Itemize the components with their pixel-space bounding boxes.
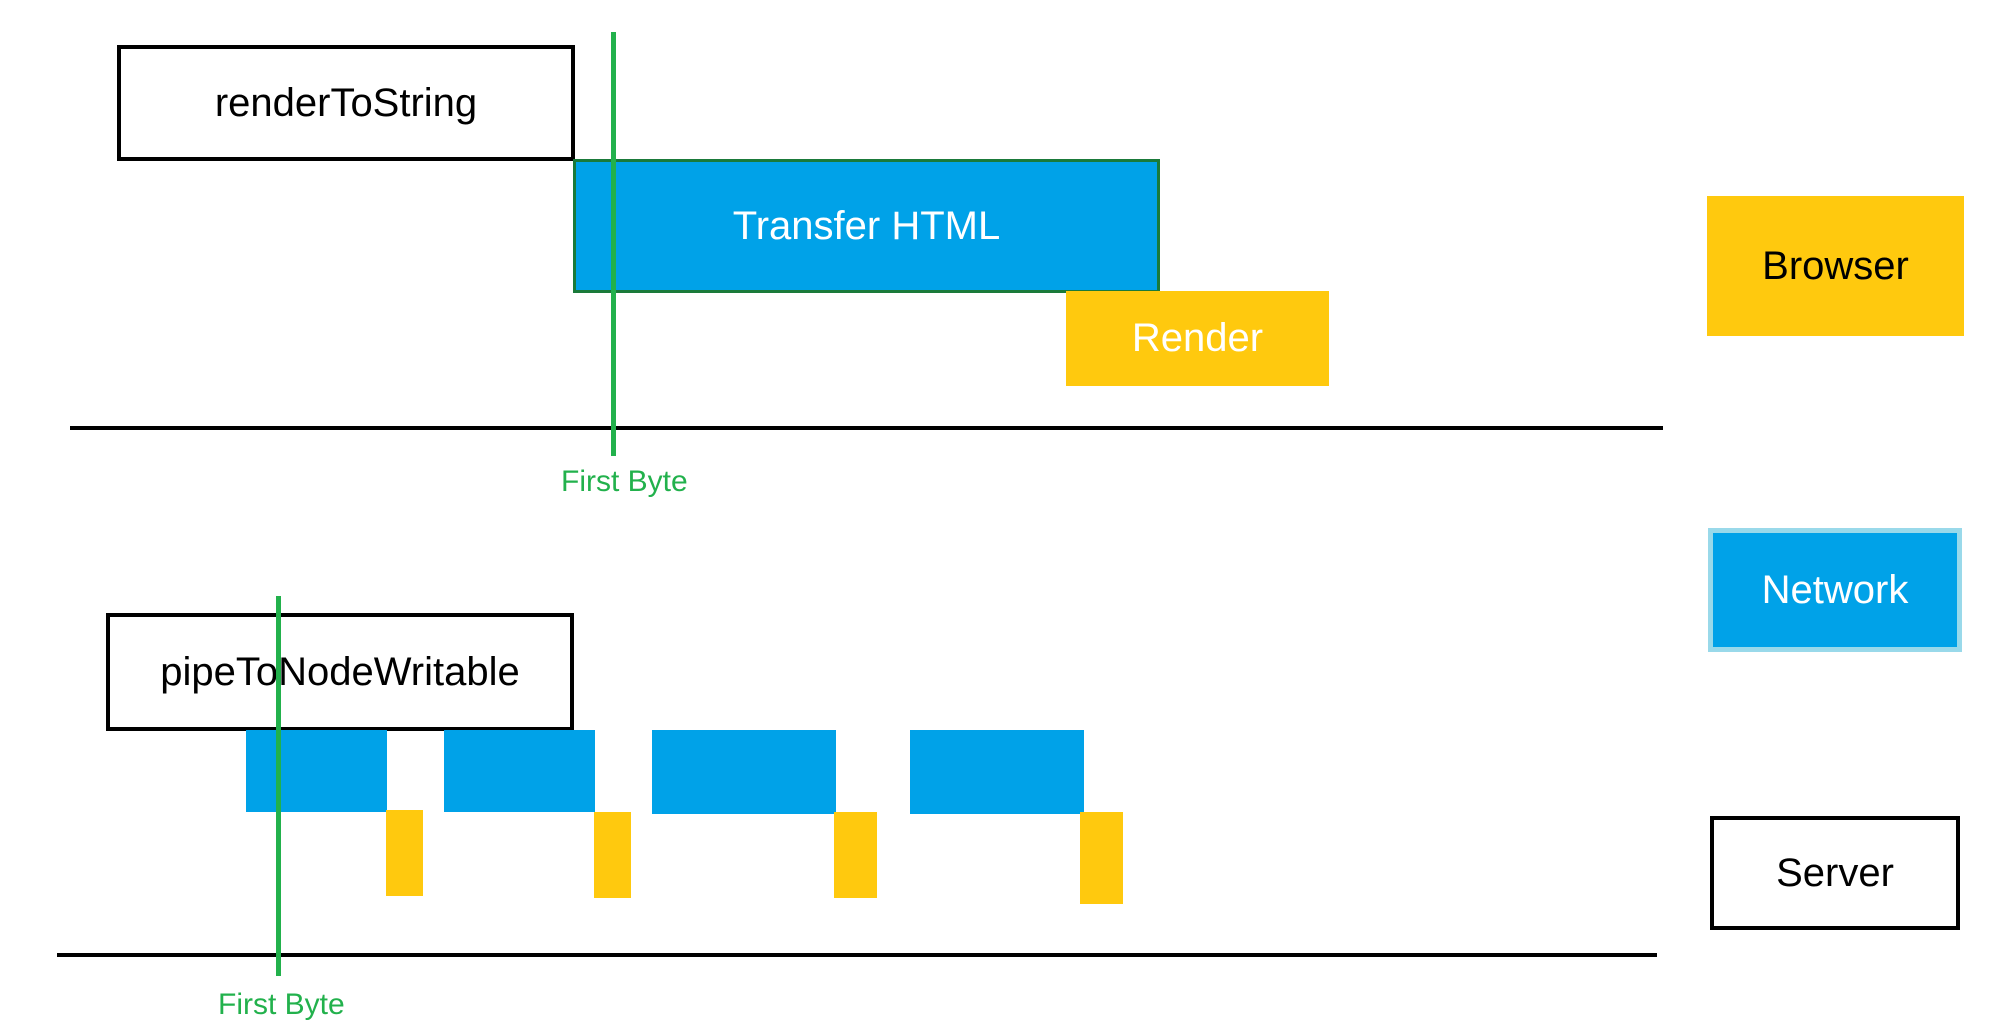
- bottom-first-byte-marker: [276, 596, 281, 976]
- network-chunk-3: [652, 730, 836, 814]
- bottom-server-task-label: pipeToNodeWritable: [160, 649, 520, 694]
- bottom-timeline-axis: [57, 953, 1657, 957]
- bottom-server-task-box: pipeToNodeWritable: [106, 613, 574, 731]
- bottom-first-byte-label: First Byte: [218, 988, 345, 1021]
- legend-network: Network: [1708, 528, 1962, 652]
- top-first-byte-label: First Byte: [561, 465, 688, 498]
- network-chunk-2: [444, 730, 595, 812]
- legend-browser-label: Browser: [1762, 243, 1909, 288]
- top-server-task-label: renderToString: [214, 80, 478, 125]
- browser-chunk-3: [834, 812, 877, 898]
- top-server-task-box: renderToString: [117, 45, 575, 161]
- browser-chunk-1: [386, 810, 423, 896]
- legend-server-label: Server: [1776, 850, 1894, 895]
- top-network-task-label: Transfer HTML: [732, 203, 1001, 248]
- browser-chunk-4: [1080, 812, 1123, 904]
- top-browser-task-box: Render: [1066, 291, 1329, 386]
- top-timeline-axis: [70, 426, 1663, 430]
- network-chunk-4: [910, 730, 1084, 814]
- network-chunk-1: [246, 730, 387, 812]
- top-network-task-box: Transfer HTML: [573, 159, 1160, 293]
- browser-chunk-2: [594, 812, 631, 898]
- top-first-byte-marker: [611, 32, 616, 456]
- legend-network-label: Network: [1761, 567, 1909, 612]
- legend-browser: Browser: [1707, 196, 1964, 336]
- top-browser-task-label: Render: [1131, 316, 1264, 360]
- legend-server: Server: [1710, 816, 1960, 930]
